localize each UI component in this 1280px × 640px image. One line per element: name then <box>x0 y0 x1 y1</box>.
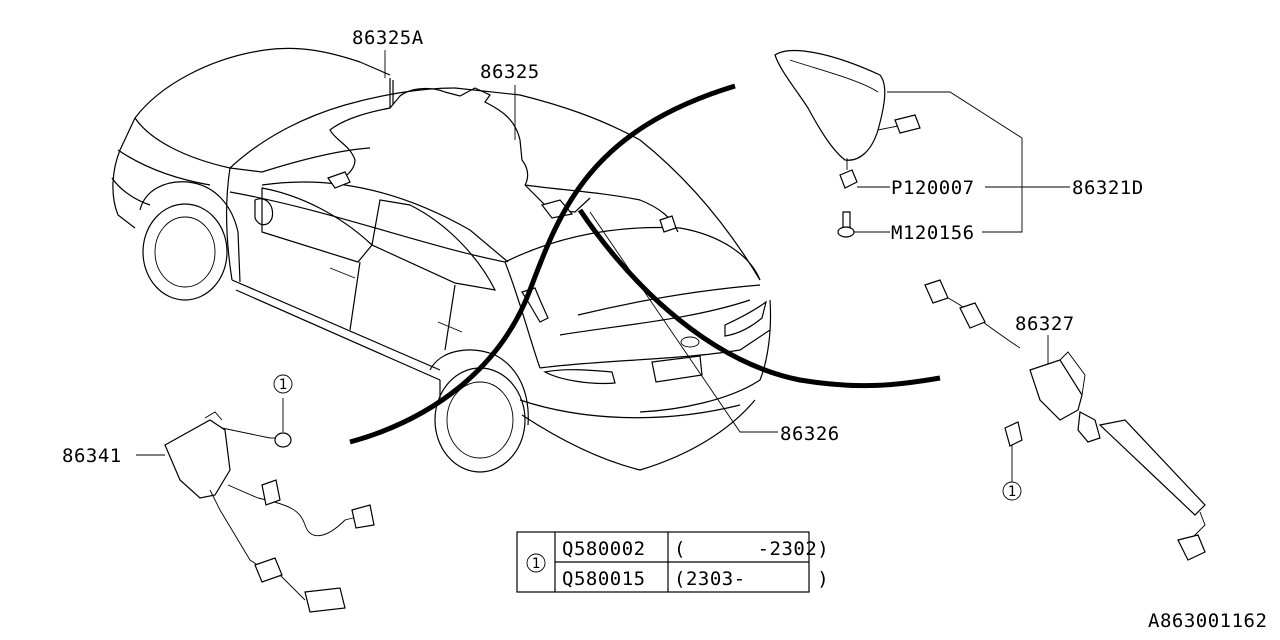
callout-86325A: 86325A <box>352 27 424 49</box>
connection-sweep-lines <box>349 83 941 445</box>
ref-marker-left: 1 <box>273 374 293 394</box>
table-row-1-range: ( -2302) <box>674 538 829 560</box>
callout-86327: 86327 <box>1015 313 1075 335</box>
callout-86341: 86341 <box>62 445 122 467</box>
car-body <box>111 47 772 473</box>
callout-M120156: M120156 <box>891 222 975 244</box>
ref-marker-right: 1 <box>1002 481 1022 501</box>
callout-P120007: P120007 <box>891 177 975 199</box>
diagram-id: A863001162 <box>1148 610 1267 632</box>
shark-fin-antenna <box>774 49 921 238</box>
table-marker: 1 <box>532 556 540 572</box>
leader-lines <box>136 50 1070 482</box>
harness-86341 <box>164 411 375 613</box>
callout-86321D: 86321D <box>1072 177 1144 199</box>
roof-antenna-harness <box>327 78 679 323</box>
callout-86325: 86325 <box>480 61 540 83</box>
antenna-module-86327 <box>924 279 1206 561</box>
part-table: 1 Q580002 ( -2302) Q580015 (2303- ) <box>516 531 829 593</box>
table-row-2-range: (2303- ) <box>674 568 829 590</box>
table-row-1-part: Q580002 <box>562 538 646 560</box>
ref-marker-left-text: 1 <box>279 377 287 393</box>
table-row-2-part: Q580015 <box>562 568 646 590</box>
callout-86326: 86326 <box>780 423 840 445</box>
ref-marker-right-text: 1 <box>1008 484 1016 500</box>
